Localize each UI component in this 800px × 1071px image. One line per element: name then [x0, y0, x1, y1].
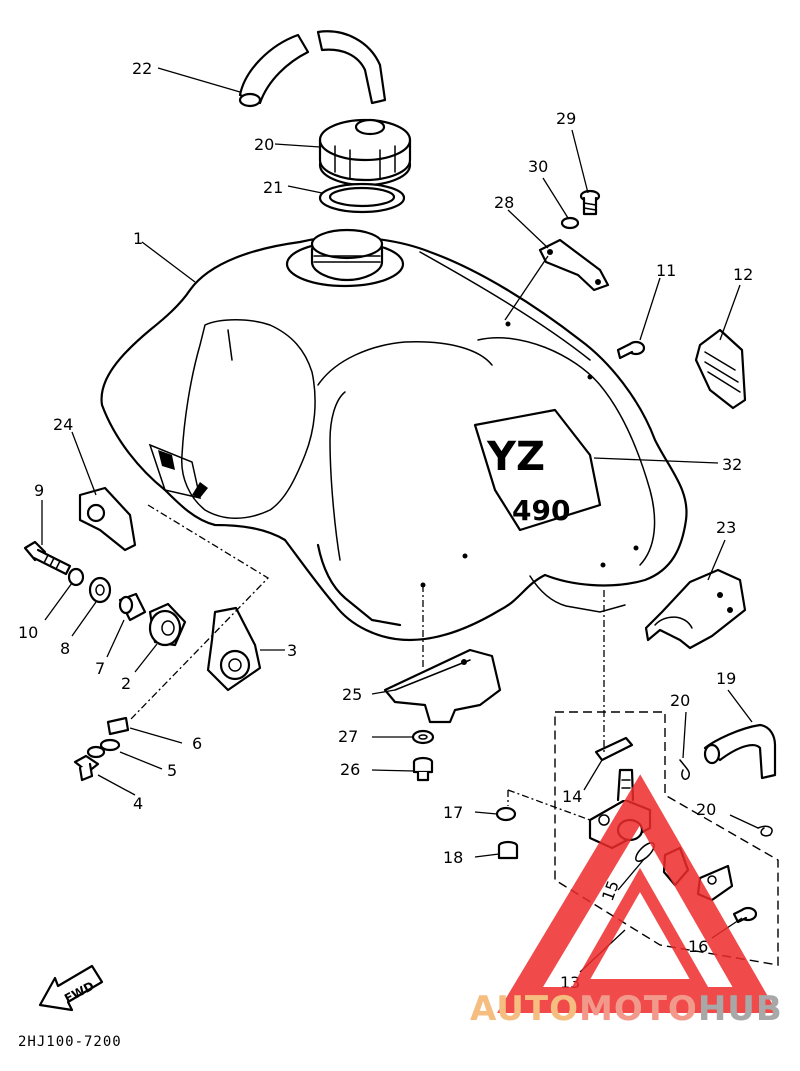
damper-12: [694, 328, 747, 410]
callout-21: 20: [254, 135, 274, 154]
callout-22: 21: [263, 178, 283, 197]
stay-3: [206, 606, 262, 692]
bolt-4: [73, 754, 100, 782]
callout-24: 23: [716, 518, 736, 537]
drawing-code: 2HJ100-7200: [18, 1034, 122, 1050]
watermark-hub: HUB: [698, 989, 783, 1029]
callout-3: 3: [287, 641, 297, 660]
fwd-arrow: FWD: [38, 964, 104, 1012]
callout-11: 11: [656, 261, 676, 280]
watermark: AUTOMOTOHUB: [470, 774, 783, 1029]
callout-12: 12: [733, 265, 753, 284]
watermark-logo-icon: [497, 774, 778, 1013]
watermark-auto: AUTO: [470, 989, 579, 1029]
clip-20a: [679, 759, 691, 781]
breather-hose: [238, 30, 387, 108]
bolt-9: [23, 540, 72, 576]
tank-logo-top: YZ: [486, 434, 545, 480]
stay-24: [644, 568, 747, 650]
washer-10: [67, 567, 85, 587]
filter-14: [594, 736, 634, 762]
callout-17: 17: [443, 803, 463, 822]
callout-20b: 20: [696, 800, 716, 819]
callout-26: 25: [342, 685, 362, 704]
callout-25: 24: [53, 415, 73, 434]
hose-19: [703, 723, 777, 780]
callout-5: 5: [167, 761, 177, 780]
band-26: [383, 648, 502, 724]
washer-5: [86, 738, 121, 759]
callout-23: 22: [132, 59, 152, 78]
bolt-30: [579, 189, 601, 216]
callout-29: 28: [494, 193, 514, 212]
callout-9: 9: [34, 481, 44, 500]
callout-16: 16: [688, 937, 708, 956]
callout-30: 29: [556, 109, 576, 128]
callout-28: 27: [338, 727, 358, 746]
callout-18: 18: [443, 848, 463, 867]
nut-17: [495, 806, 517, 822]
screw-16: [732, 906, 758, 924]
callout-1: 1: [133, 229, 143, 248]
damper-2: [148, 602, 187, 647]
clip-20b: [757, 825, 773, 837]
bolt-27: [412, 756, 434, 782]
callout-8: 8: [60, 639, 70, 658]
cap-gasket: [318, 182, 406, 214]
washer-28: [411, 729, 435, 745]
callout-10: 10: [18, 623, 38, 642]
washer-31: [560, 216, 580, 230]
callout-19: 19: [716, 669, 736, 688]
fuel-cap: [318, 118, 412, 187]
callout-6: 6: [192, 734, 202, 753]
leader-lines: [41, 67, 759, 973]
callout-14: 14: [562, 787, 582, 806]
callout-32: 32: [722, 455, 742, 474]
callout-numbers: 22 20 21 1 29 30 28 11 12 32 24 9 10 8 7…: [18, 59, 753, 992]
callout-2: 2: [121, 674, 131, 693]
bolt-18: [497, 840, 519, 860]
screw-11: [616, 340, 646, 360]
callout-20a: 20: [670, 691, 690, 710]
callout-27: 26: [340, 760, 360, 779]
bracket-25: [78, 486, 137, 552]
collar-8: [88, 576, 112, 604]
fuel-tank: YZ 490: [100, 228, 688, 642]
svg-text:AUTOMOTOHUB: AUTOMOTOHUB: [470, 989, 783, 1029]
bracket-29: [538, 238, 610, 292]
callout-4: 4: [133, 794, 143, 813]
collar-7: [118, 592, 147, 622]
clip-6: [106, 716, 130, 736]
callout-31: 30: [528, 157, 548, 176]
callout-7: 7: [95, 659, 105, 678]
tank-logo-bottom: 490: [512, 494, 570, 527]
watermark-moto: MOTO: [579, 989, 698, 1029]
